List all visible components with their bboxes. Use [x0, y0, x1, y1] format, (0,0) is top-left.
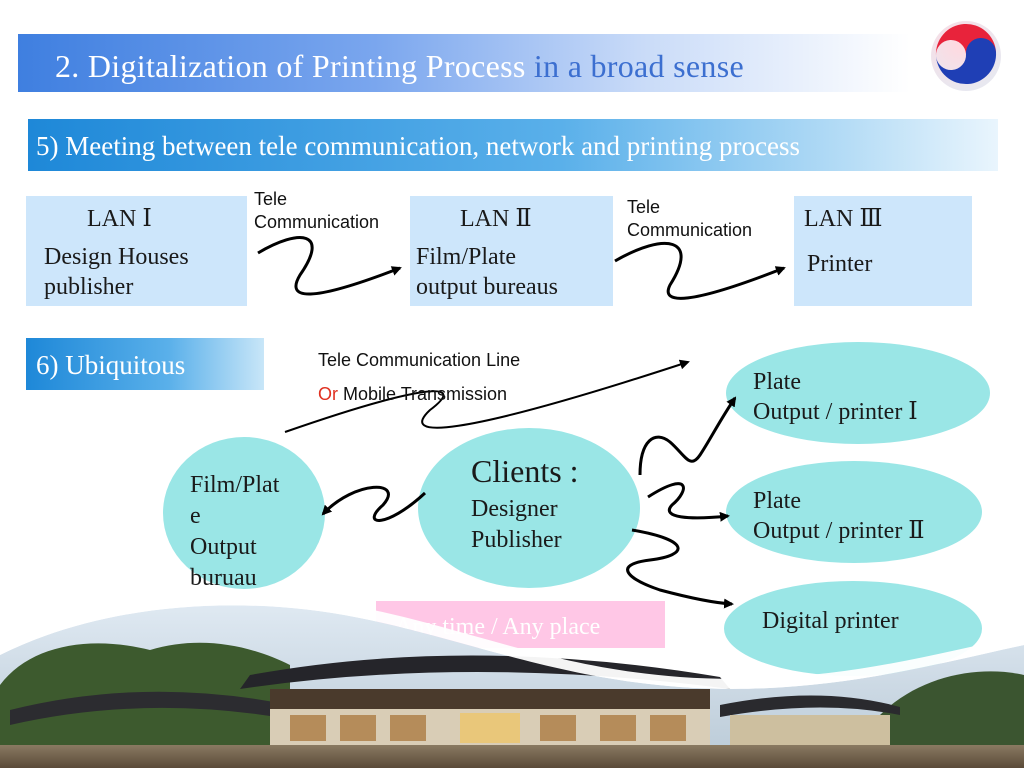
page-title-suffix: in a broad sense [525, 48, 744, 84]
section6-heading: 6) Ubiquitous [36, 350, 186, 380]
plate1-line2: Output / printer Ⅰ [753, 399, 918, 425]
section6-bar [26, 338, 264, 390]
plate2-ellipse [726, 461, 982, 563]
arrow-clients-to-film [321, 485, 427, 522]
lan1-box [26, 196, 247, 306]
title-bar [18, 34, 910, 92]
tele-label-a-line2: Communication [254, 212, 380, 232]
tele-label-a-line1: Tele [254, 189, 288, 209]
tele-label-b-line1: Tele [627, 197, 661, 217]
plate2-line2: Output / printer Ⅱ [753, 518, 925, 544]
digital-printer-label: Digital printer [762, 608, 899, 634]
section5-heading: 5) Meeting between tele communication, n… [36, 131, 801, 161]
section5-bar [28, 119, 998, 171]
lan2-line2: output bureaus [416, 274, 558, 300]
clients-line1: Clients : [471, 453, 579, 489]
film-plate-line4: buruau [190, 565, 257, 591]
lan2-box [410, 196, 613, 306]
tele-label-b-line2: Communication [627, 220, 753, 240]
arrow-clients-to-plate1 [638, 396, 737, 476]
or-word: Or [318, 384, 338, 404]
taegeuk-logo-icon [931, 21, 1001, 91]
arrow-transmission-line [284, 359, 690, 433]
lan1-line2: publisher [44, 274, 134, 300]
clients-line2: Designer [471, 496, 558, 522]
lan1-line1: Design Houses [44, 244, 189, 270]
hanok-scene-image [0, 595, 1024, 768]
tele-label-b: Tele Communication [627, 196, 752, 242]
film-plate-ellipse [163, 437, 325, 589]
page-title: 2. Digitalization of Printing Process in… [55, 48, 744, 85]
transmission-line1: Tele Communication Line [318, 350, 521, 370]
lan2-line1: Film/Plate [416, 244, 517, 270]
plate2-line1: Plate [753, 488, 801, 514]
lan3-box [794, 196, 972, 306]
film-plate-line3: Output [190, 534, 257, 560]
arrow-lan1-to-lan2 [257, 236, 402, 296]
film-plate-label: Film/Plat e Output buruau [190, 470, 279, 594]
tele-label-a: Tele Communication [254, 188, 379, 234]
arrow-clients-to-digital [626, 528, 734, 609]
arrow-clients-to-plate2 [647, 482, 730, 522]
arrow-lan2-to-lan3 [614, 241, 786, 300]
plate1-line1: Plate [753, 369, 801, 395]
plate1-ellipse [726, 342, 990, 444]
lan1-title: LAN Ⅰ [87, 206, 152, 232]
transmission-line2-rest: Mobile Transmission [338, 384, 508, 404]
lan3-line1: Printer [807, 251, 873, 277]
clients-ellipse [418, 428, 640, 588]
lan3-title: LAN Ⅲ [804, 206, 883, 232]
film-plate-line2: e [190, 503, 201, 529]
page-title-main: 2. Digitalization of Printing Process [55, 48, 526, 84]
lan2-title: LAN Ⅱ [460, 206, 532, 232]
transmission-line2: Or Mobile Transmission [318, 383, 507, 406]
clients-line3: Publisher [471, 527, 562, 553]
film-plate-line1: Film/Plat [190, 472, 280, 498]
